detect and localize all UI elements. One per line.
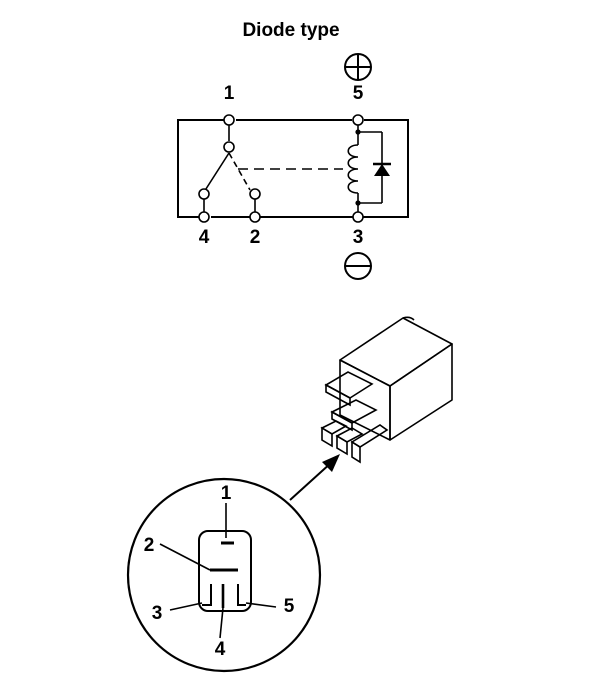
terminal-4 <box>198 211 210 223</box>
connector-face-outline <box>198 530 252 612</box>
terminal-2 <box>249 211 261 223</box>
terminal-1 <box>223 114 235 126</box>
detail-label-5: 5 <box>284 596 295 617</box>
relay-schematic: Diode type 1 5 <box>177 20 409 280</box>
detail-label-4: 4 <box>215 639 226 660</box>
contact-nc <box>198 188 210 200</box>
pin-label-1: 1 <box>224 83 235 104</box>
pin-label-4: 4 <box>199 227 210 248</box>
diagram-title: Diode type <box>242 20 339 41</box>
coil-diode-circuit <box>347 114 391 223</box>
relay-illustration <box>320 316 453 464</box>
diode-icon <box>373 162 391 176</box>
terminal-3 <box>352 211 364 223</box>
negative-terminal-icon <box>344 252 372 280</box>
switch-pivot <box>223 141 235 153</box>
pin-label-3: 3 <box>353 227 364 248</box>
magnifier-circle <box>126 477 322 673</box>
terminal-5 <box>352 114 364 126</box>
pin-label-2: 2 <box>250 227 261 248</box>
detail-label-1: 1 <box>221 483 232 504</box>
detail-pointer-arrow <box>289 454 340 501</box>
contact-no <box>249 188 261 200</box>
detail-label-2: 2 <box>144 535 155 556</box>
positive-terminal-icon <box>344 53 372 81</box>
pin-label-5: 5 <box>353 83 364 104</box>
detail-label-3: 3 <box>152 603 163 624</box>
relay-housing-outline <box>177 119 409 218</box>
connector-detail-view: 1 2 3 4 5 <box>126 477 322 673</box>
switch-contacts <box>198 114 261 223</box>
coil-icon <box>347 144 359 194</box>
